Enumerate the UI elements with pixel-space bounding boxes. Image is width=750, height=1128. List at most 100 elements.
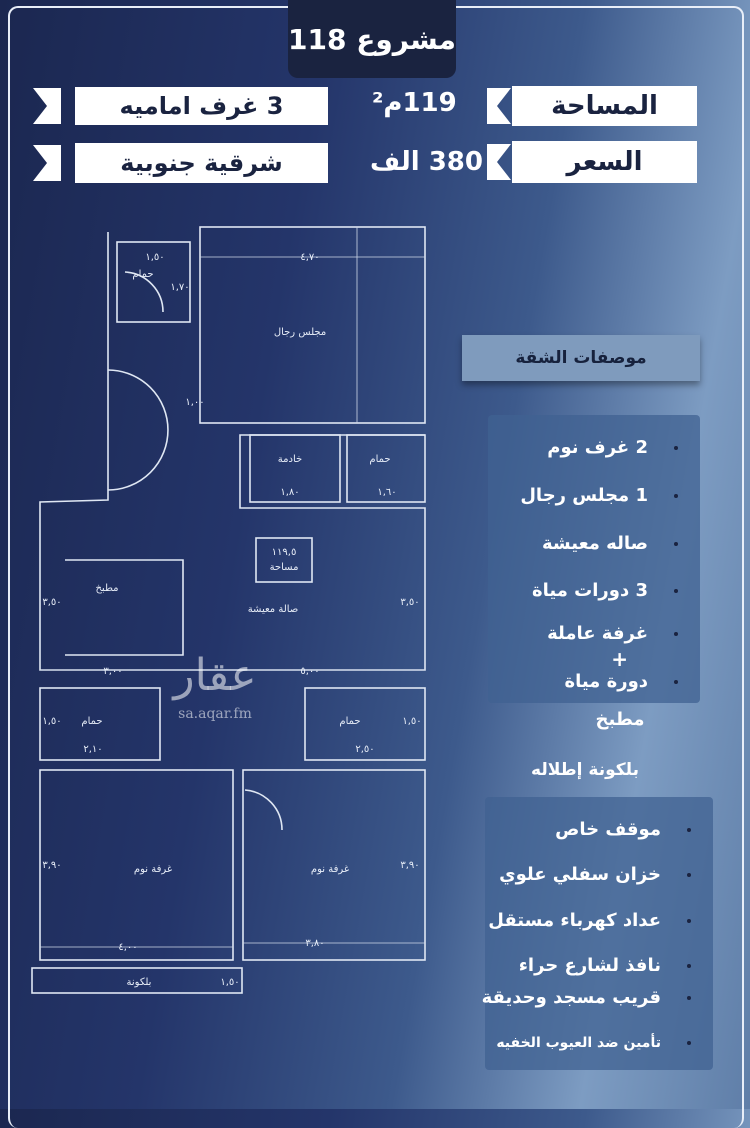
dim-bed-right-w: ٣,٨٠ bbox=[305, 938, 324, 949]
entry-door-arc bbox=[107, 369, 169, 491]
area-box bbox=[255, 537, 313, 583]
spec-text: غرفة عاملة bbox=[547, 623, 648, 644]
room-bedroom-right: غرفة نوم bbox=[311, 864, 349, 875]
spec-item: غرفة عاملة bbox=[547, 623, 678, 644]
spec-text: 1 مجلس رجال bbox=[520, 485, 648, 506]
area-notch bbox=[487, 88, 511, 124]
bullet-icon bbox=[687, 827, 691, 832]
specs-list: 2 غرف نوم 1 مجلس رجال صاله معيشة 3 دورات… bbox=[488, 415, 700, 703]
room-majlis: مجلس رجال bbox=[274, 327, 326, 338]
amenity-item: عداد كهرباء مستقل bbox=[488, 910, 691, 931]
room-maid: خادمة bbox=[278, 454, 302, 465]
area-value: 119م² bbox=[372, 88, 457, 118]
amenity-text: تأمين ضد العيوب الخفيه bbox=[496, 1035, 661, 1051]
spec-item: 2 غرف نوم bbox=[547, 437, 678, 458]
amenity-item: تأمين ضد العيوب الخفيه bbox=[496, 1035, 691, 1051]
dim-bed-left-h: ٣,٩٠ bbox=[42, 860, 61, 871]
amenity-text: نافذ لشارع حراء bbox=[518, 955, 661, 976]
amenity-item: نافذ لشارع حراء bbox=[519, 955, 691, 976]
amenity-item: قريب مسجد وحديقة bbox=[482, 987, 691, 1008]
direction-tag: شرقية جنوبية bbox=[75, 143, 328, 183]
spec-item: 3 دورات مياة bbox=[532, 580, 678, 601]
dim-bath-top-h: ١,٧٠ bbox=[170, 282, 189, 293]
dim-kitchen-h: ٣,٥٠ bbox=[42, 597, 61, 608]
amenities-list: موقف خاص خزان سفلي علوي عداد كهرباء مستق… bbox=[482, 797, 713, 1070]
spec-item: 1 مجلس رجال bbox=[520, 485, 678, 506]
bath-maid-wall bbox=[346, 434, 426, 503]
bedroom-door-arc bbox=[244, 789, 283, 831]
amenity-text: موقف خاص bbox=[555, 819, 661, 840]
majlis-wall bbox=[199, 226, 426, 424]
dim-bath-maid-w: ١,٦٠ bbox=[377, 487, 396, 498]
room-living: صالة معيشة bbox=[248, 604, 299, 615]
bullet-icon bbox=[674, 493, 678, 498]
maid-wall bbox=[249, 434, 341, 503]
dim-living-h: ٣,٥٠ bbox=[400, 597, 419, 608]
specs-title: موصفات الشقة bbox=[462, 335, 700, 381]
corridor-wall bbox=[39, 232, 426, 671]
amenity-text: عداد كهرباء مستقل bbox=[488, 910, 661, 931]
room-bath-maid: حمام bbox=[369, 454, 390, 465]
spec-item: دورة مياة bbox=[564, 671, 678, 692]
dim-living-w: ٥,٠٠ bbox=[300, 666, 319, 677]
amenity-text: خزان سفلي علوي bbox=[499, 864, 661, 885]
bullet-icon bbox=[687, 1041, 691, 1045]
dim-bed-left-w: ٤,٠٠ bbox=[118, 942, 137, 953]
kitchen-wall bbox=[65, 559, 184, 656]
bullet-icon bbox=[687, 918, 691, 923]
room-bath-left: حمام bbox=[81, 716, 102, 727]
dim-corridor: ١,٠٠ bbox=[185, 397, 204, 408]
dim-bath-right-h: ١,٥٠ bbox=[402, 716, 421, 727]
dim-bath-right-w: ٢,٥٠ bbox=[355, 744, 374, 755]
dim-bath-top-w: ١,٥٠ bbox=[145, 252, 164, 263]
price-value: 380 الف bbox=[370, 147, 483, 177]
spec-plus: + bbox=[611, 647, 628, 671]
dim-majlis-w: ٤,٧٠ bbox=[300, 252, 319, 263]
watermark-logo: عقار bbox=[173, 650, 257, 701]
spec-text: صاله معيشة bbox=[542, 533, 648, 554]
room-bedroom-left: غرفة نوم bbox=[134, 864, 172, 875]
dim-kitchen-w: ٣,٠٠ bbox=[103, 666, 122, 677]
area-box-value: ١١٩,٥ bbox=[272, 547, 297, 558]
plus-text: + bbox=[611, 647, 628, 671]
bullet-icon bbox=[674, 679, 678, 684]
amenity-text: قريب مسجد وحديقة bbox=[481, 987, 661, 1008]
price-notch bbox=[487, 144, 511, 180]
bullet-icon bbox=[674, 631, 678, 636]
room-bath-top: حمام bbox=[132, 269, 153, 280]
bath-top-wall bbox=[116, 241, 191, 323]
spec-text: 2 غرف نوم bbox=[547, 437, 648, 458]
watermark-url: sa.aqar.fm bbox=[178, 706, 252, 722]
room-balcony: بلكونة bbox=[127, 977, 152, 988]
dim-maid-w: ١,٨٠ bbox=[280, 487, 299, 498]
project-title: مشروع 118 bbox=[288, 0, 456, 78]
extra-kitchen: مطبخ bbox=[595, 709, 645, 730]
rooms-tag: 3 غرف اماميه bbox=[75, 87, 328, 125]
bath-left-wall bbox=[39, 687, 161, 761]
spec-text: دورة مياة bbox=[564, 671, 648, 692]
area-box-label: مساحة bbox=[270, 562, 299, 573]
bath-door-arc bbox=[124, 271, 164, 313]
bullet-icon bbox=[674, 445, 678, 450]
bullet-icon bbox=[687, 963, 691, 968]
spec-item: صاله معيشة bbox=[542, 533, 678, 554]
bedroom-left-wall bbox=[39, 769, 234, 961]
balcony-wall bbox=[31, 967, 243, 994]
direction-notch bbox=[33, 145, 61, 181]
bedroom-right-wall bbox=[242, 769, 426, 961]
spec-text: 3 دورات مياة bbox=[532, 580, 648, 601]
dim-bed-right-h: ٣,٩٠ bbox=[400, 860, 419, 871]
amenity-item: موقف خاص bbox=[555, 819, 691, 840]
bullet-icon bbox=[687, 872, 691, 877]
room-kitchen: مطبخ bbox=[95, 583, 118, 594]
extra-balcony: بلكونة إطلاله bbox=[531, 760, 639, 780]
dim-bath-left-h: ١,٥٠ bbox=[42, 716, 61, 727]
bath-right-wall bbox=[304, 687, 426, 761]
dim-balcony-h: ١,٥٠ bbox=[220, 977, 239, 988]
bullet-icon bbox=[674, 588, 678, 593]
area-label: المساحة bbox=[512, 86, 697, 126]
bullet-icon bbox=[687, 995, 691, 1000]
amenity-item: خزان سفلي علوي bbox=[499, 864, 691, 885]
walls bbox=[31, 226, 426, 994]
rooms-notch bbox=[33, 88, 61, 124]
